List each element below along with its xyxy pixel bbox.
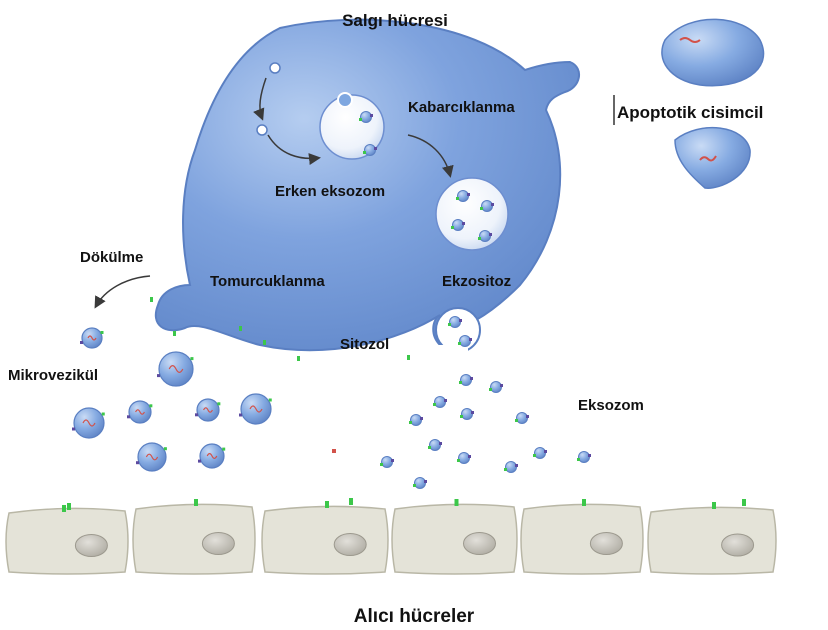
exosome: [413, 478, 427, 489]
receptor-icon: [349, 498, 353, 505]
label-budding: Tomurcuklanma: [210, 273, 325, 290]
exosome: [504, 462, 518, 473]
microvesicle: [80, 328, 104, 348]
label-exosome: Eksozom: [578, 397, 644, 414]
microvesicle: [239, 394, 272, 424]
recipient-cell: [521, 499, 643, 574]
exosome: [515, 413, 529, 424]
receptor-icon: [263, 340, 266, 345]
receptor-icon: [297, 356, 300, 361]
receptor-icon: [325, 501, 329, 508]
exocytosis-opening: [438, 345, 468, 361]
exosome: [577, 452, 591, 463]
apoptotic-body-top: [662, 19, 764, 85]
label-apoptotic-body: Apoptotik cisimcil: [617, 103, 763, 122]
exosome: [460, 409, 474, 420]
receptor-icon: [239, 326, 242, 331]
nucleus-icon: [75, 535, 107, 557]
receptor-icon: [62, 505, 66, 512]
label-recipient-cells: Alıcı hücreler: [354, 606, 475, 627]
recipient-cell: [392, 499, 517, 574]
microvesicle: [157, 352, 193, 386]
microvesicle: [127, 401, 152, 423]
exosome: [457, 453, 471, 464]
nucleus-icon: [202, 533, 234, 555]
nucleus-icon: [722, 534, 754, 556]
nucleus-icon: [590, 533, 622, 555]
label-early-exosome: Erken eksozom: [275, 183, 385, 200]
recipient-cell: [133, 499, 255, 574]
label-cytosol: Sitozol: [340, 336, 389, 353]
late-mvb: [436, 178, 508, 250]
microvesicle: [72, 408, 105, 438]
exosome: [409, 415, 423, 426]
exosome: [380, 457, 394, 468]
nucleus-icon: [334, 534, 366, 556]
label-secretory-cell: Salgı hücresi: [342, 11, 448, 30]
label-microvesicle: Mikrovezikül: [8, 367, 98, 384]
label-budding-bubbling: Kabarcıklanma: [408, 99, 515, 116]
microvesicle: [136, 443, 167, 471]
receptor-icon: [407, 355, 410, 360]
early-endosome-vesicle: [257, 125, 267, 135]
receptor-icon: [150, 297, 153, 302]
receptor-icon: [455, 499, 459, 506]
free-marker: [332, 449, 336, 453]
recipient-cell: [262, 501, 388, 574]
exosome: [459, 375, 473, 386]
nucleus-icon: [464, 533, 496, 555]
receptor-icon: [712, 502, 716, 509]
exosome: [428, 440, 442, 451]
receptor-icon: [173, 331, 176, 336]
exosome: [489, 382, 503, 393]
receptor-icon: [742, 499, 746, 506]
label-exocytosis: Ekzositoz: [442, 273, 511, 290]
recipient-cell: [6, 503, 128, 574]
receptor-icon: [582, 499, 586, 506]
label-shedding: Dökülme: [80, 249, 143, 266]
exosome: [433, 397, 447, 408]
microvesicle: [195, 399, 220, 421]
microvesicle: [198, 444, 225, 468]
recipient-cell: [648, 502, 776, 574]
recipient-cell-row: [6, 498, 776, 574]
receptor-icon: [67, 503, 71, 510]
receptor-icon: [194, 499, 198, 506]
microvesicle-cluster: [72, 328, 272, 471]
endocytic-pit: [270, 63, 280, 73]
exosome: [533, 448, 547, 459]
apoptotic-body-bottom: [675, 128, 750, 189]
